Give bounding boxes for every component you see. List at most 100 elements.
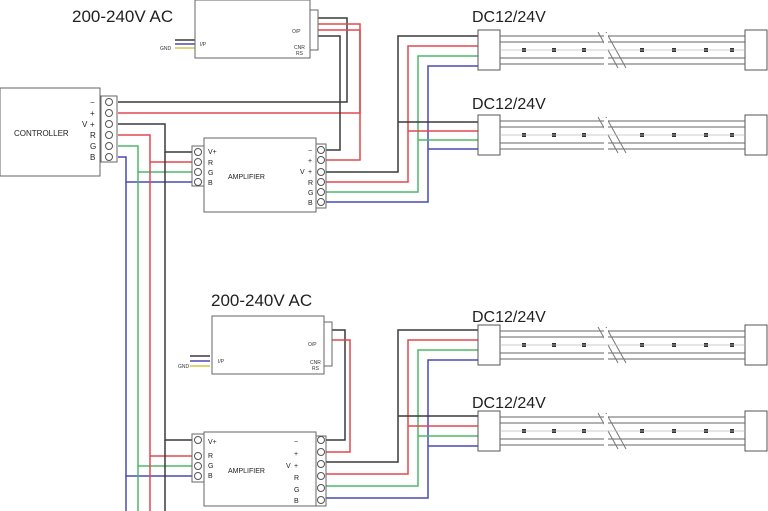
amplifier-top-out-g: G	[308, 190, 313, 197]
power-supply-bottom-title: 200-240V AC	[211, 291, 312, 310]
amplifier-top-in-b: B	[208, 180, 213, 187]
led-strip-label: DC12/24V	[472, 309, 546, 326]
wire-amp1-v-s1	[324, 35, 478, 173]
bus-v	[164, 152, 195, 441]
power-supply-bottom-gnd-label: GND	[178, 364, 190, 370]
amplifier-top: AMPLIFIER V+ R G B − + V + R G B	[191, 137, 327, 213]
amplifier-screw	[317, 168, 325, 176]
wire-amp1-g-s1	[324, 55, 478, 193]
led-strip-tube	[500, 326, 745, 364]
amplifier-bottom-out-vplus: +	[294, 463, 298, 470]
led-strip-tube	[500, 116, 745, 154]
amplifier-screw	[194, 462, 202, 470]
amplifier-bottom-in-g: G	[208, 463, 213, 470]
led-strip-connector-left	[477, 410, 501, 452]
amplifier-screw	[317, 460, 325, 468]
amplifier-bottom: AMPLIFIER V+ R G B − + V + R G B	[191, 431, 327, 507]
controller-screw	[105, 153, 113, 161]
wire-amp1-r-s1	[324, 45, 478, 183]
led-strip-label: DC12/24V	[472, 9, 546, 26]
controller-title: CONTROLLER	[14, 129, 69, 138]
amplifier-bottom-in-b: B	[208, 473, 213, 480]
power-supply-top-cnr-label: CNR	[294, 45, 305, 51]
power-supply-bottom-rs-label: RS	[312, 366, 320, 372]
amplifier-bottom-out-r: R	[294, 475, 299, 482]
power-supply-bottom: 200-240V AC I/P GND O/P CNR RS	[178, 291, 333, 375]
amplifier-bottom-out-plus: +	[294, 451, 298, 458]
led-strip-connector-right	[744, 410, 768, 452]
led-strip-label: DC12/24V	[472, 96, 546, 113]
controller-pin-g: G	[90, 142, 96, 151]
led-strip: DC12/24V	[472, 309, 768, 366]
led-strip-tube	[500, 412, 745, 450]
amplifier-top-out-b: B	[308, 200, 313, 207]
amplifier-top-in-g: G	[208, 170, 213, 177]
led-strip-connector-right	[744, 324, 768, 366]
amplifier-top-out-plus: +	[308, 158, 312, 165]
controller-screw	[105, 98, 113, 106]
amplifier-top-screws	[194, 146, 325, 206]
amplifier-top-in-v: V+	[208, 149, 217, 156]
amplifier-top-out-v: V	[300, 169, 305, 176]
amplifier-top-in-labels: V+ R G B	[208, 149, 217, 187]
amplifier-top-out-vplus: +	[308, 169, 312, 176]
amplifier-bottom-in-labels: V+ R G B	[208, 439, 217, 480]
amplifier-bottom-out-b: B	[294, 498, 299, 505]
amplifier-top-out-r: R	[308, 180, 313, 187]
wire-psu2-pos	[324, 339, 351, 453]
wire-amp2-g-s3	[324, 349, 478, 487]
amplifier-screw	[317, 188, 325, 196]
amplifier-screw	[194, 168, 202, 176]
amplifier-bottom-out-neg: −	[294, 439, 298, 446]
led-strip: DC12/24V	[472, 96, 768, 156]
controller-pin-v: V	[82, 120, 88, 129]
led-strip: DC12/24V	[472, 395, 768, 452]
led-strips: DC12/24V DC12/24V DC12/24V DC12/24V	[472, 9, 768, 452]
controller-screw	[105, 131, 113, 139]
wire-ctrl-g	[118, 145, 195, 173]
led-strip-connector-left	[477, 29, 501, 71]
wire-psu1-neg-amp	[317, 35, 341, 151]
wire-amp2-b-s3	[324, 359, 478, 499]
power-supply-bottom-cnr-label: CNR	[310, 360, 321, 366]
led-strip-connector-right	[744, 114, 768, 156]
power-supply-top-body	[194, 0, 311, 59]
amplifier-screw	[194, 158, 202, 166]
amplifier-bottom-screws	[194, 436, 325, 504]
controller-pin-labels: − + V + R G B	[82, 98, 96, 162]
amplifier-bottom-title: AMPLIFIER	[228, 468, 265, 475]
wires	[118, 17, 478, 511]
wire-ctrl-v	[118, 123, 195, 153]
power-supply-top-rs-label: RS	[296, 51, 304, 57]
wire-amp2-r-s3	[324, 339, 478, 475]
amplifier-top-out-neg: −	[308, 148, 312, 155]
power-supply-top-title: 200-240V AC	[72, 7, 173, 26]
led-strip-label: DC12/24V	[472, 395, 546, 412]
amplifier-screw	[194, 436, 202, 444]
power-supply-top-op-label: O/P	[292, 29, 301, 35]
power-supply-bottom-terminal	[323, 321, 333, 367]
amplifier-screw	[317, 448, 325, 456]
wire-ctrl-r	[118, 134, 195, 163]
controller-terminal	[100, 95, 118, 163]
amplifier-screw	[317, 496, 325, 504]
amplifier-bottom-out-terminal	[315, 435, 327, 507]
amplifier-screw	[317, 484, 325, 492]
amplifier-top-body	[203, 137, 317, 213]
wire-psu1-neg	[118, 17, 348, 103]
amplifier-screw	[317, 472, 325, 480]
led-strip-connector-left	[477, 114, 501, 156]
amplifier-bottom-out-labels: − + V + R G B	[286, 439, 299, 505]
amplifier-screw	[317, 436, 325, 444]
controller-pin-r: R	[90, 131, 96, 140]
amplifier-screw	[194, 178, 202, 186]
amplifier-top-out-labels: − + V + R G B	[300, 148, 313, 207]
bus-r	[149, 162, 195, 457]
power-supply-top: 200-240V AC I/P GND O/P CNR RS	[72, 0, 319, 59]
amplifier-top-in-r: R	[208, 160, 213, 167]
amplifier-screw	[317, 156, 325, 164]
bus-g	[137, 172, 195, 467]
controller-screw	[105, 142, 113, 150]
